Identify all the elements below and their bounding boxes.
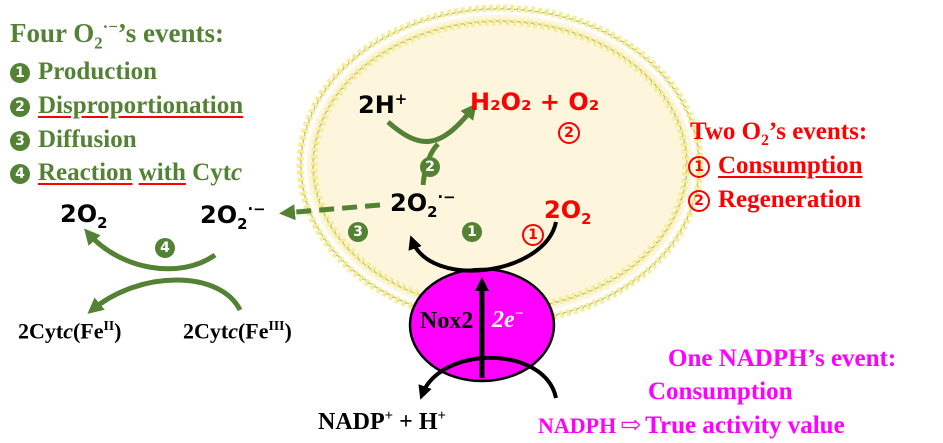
number-3-icon: 3 <box>10 131 30 151</box>
item-label: Disproportionation <box>38 92 244 119</box>
superoxide-inside-label: 2O2·− <box>390 188 456 221</box>
arrow-icon: ⇨ <box>620 412 642 439</box>
right-item-regeneration: 2 Regeneration <box>688 186 861 214</box>
item-label: Production <box>38 58 157 85</box>
o2-left-label: 2O2 <box>60 200 108 232</box>
nox2-enzyme <box>408 267 556 383</box>
step-3-badge: 3 <box>348 222 376 243</box>
number-1-outline-icon: 1 <box>522 224 544 246</box>
nadph-panel-consumption: Consumption <box>648 378 793 405</box>
cytc-fe2-label: 2Cytc(FeII) <box>18 318 122 344</box>
number-2-outline-icon: 2 <box>688 190 710 212</box>
item-label: Regeneration <box>718 186 862 213</box>
proton-label: 2H+ <box>358 90 408 119</box>
item-label: Consumption <box>718 152 863 179</box>
nadph-arrow-icon <box>418 355 558 400</box>
superoxide-outside-label: 2O2·− <box>200 200 266 233</box>
true-activity-label: True activity value <box>645 412 845 439</box>
left-item-disproportionation: 2 Disproportionation <box>10 92 243 120</box>
cytc-oxidation-arrow-icon <box>87 277 243 314</box>
number-2-icon: 2 <box>10 97 30 117</box>
h2o2-o2-label: H₂O₂ + O₂ <box>470 88 600 116</box>
dashed-arrow-icon <box>279 202 381 221</box>
electrons-label: 2e− <box>492 306 524 333</box>
o2-inside-label: 2O2 <box>544 196 592 228</box>
item-label-with: with <box>138 159 186 186</box>
nadp-label: NADP+ + H+ <box>318 408 446 435</box>
title-o2-text: Four O <box>10 18 95 48</box>
item-label-c: c <box>231 159 243 186</box>
number-2-outline-icon: 2 <box>558 122 580 144</box>
item-label: Diffusion <box>38 126 137 153</box>
number-3-icon: 3 <box>348 222 368 242</box>
item-label-reaction: Reaction <box>38 159 133 186</box>
number-1-icon: 1 <box>462 222 482 242</box>
right-panel-title: Two O2’s events: <box>690 118 868 149</box>
number-4-icon: 4 <box>155 238 175 258</box>
item-label-cyt: Cyt <box>192 159 232 186</box>
number-1-icon: 1 <box>10 63 30 83</box>
step-2-badge: 2 <box>420 157 448 178</box>
cytc-fe3-label: 2Cytc(FeIII) <box>183 318 292 344</box>
nox2-label: Nox2 <box>420 308 474 334</box>
right-item-consumption: 1 Consumption <box>688 152 863 180</box>
cytc-reduction-arrow-icon <box>84 228 217 272</box>
number-4-icon: 4 <box>10 164 30 184</box>
regeneration-badge: 2 <box>558 122 588 144</box>
number-1-outline-icon: 1 <box>688 156 710 178</box>
left-panel-title: Four O2·−’s events: <box>10 17 224 53</box>
title-suffix: ’s events: <box>117 18 224 48</box>
number-2-icon: 2 <box>420 157 440 177</box>
left-item-production: 1 Production <box>10 58 157 86</box>
step-4-badge: 4 <box>155 238 183 259</box>
left-item-reaction: 4 Reaction with Cytc <box>10 159 242 187</box>
title-sup: ·− <box>102 17 118 36</box>
left-item-diffusion: 3 Diffusion <box>10 126 137 154</box>
nadph-label: NADPH <box>538 413 617 438</box>
nadph-panel-title: One NADPH’s event: <box>668 345 897 372</box>
consumption-badge: 1 <box>522 224 552 246</box>
title-sub: 2 <box>94 33 103 53</box>
step-1-badge: 1 <box>462 222 490 243</box>
production-arrow-icon <box>408 221 558 273</box>
disproportionation-arrow-icon <box>386 103 477 144</box>
nadph-panel-value: NADPH ⇨ True activity value <box>538 410 845 440</box>
